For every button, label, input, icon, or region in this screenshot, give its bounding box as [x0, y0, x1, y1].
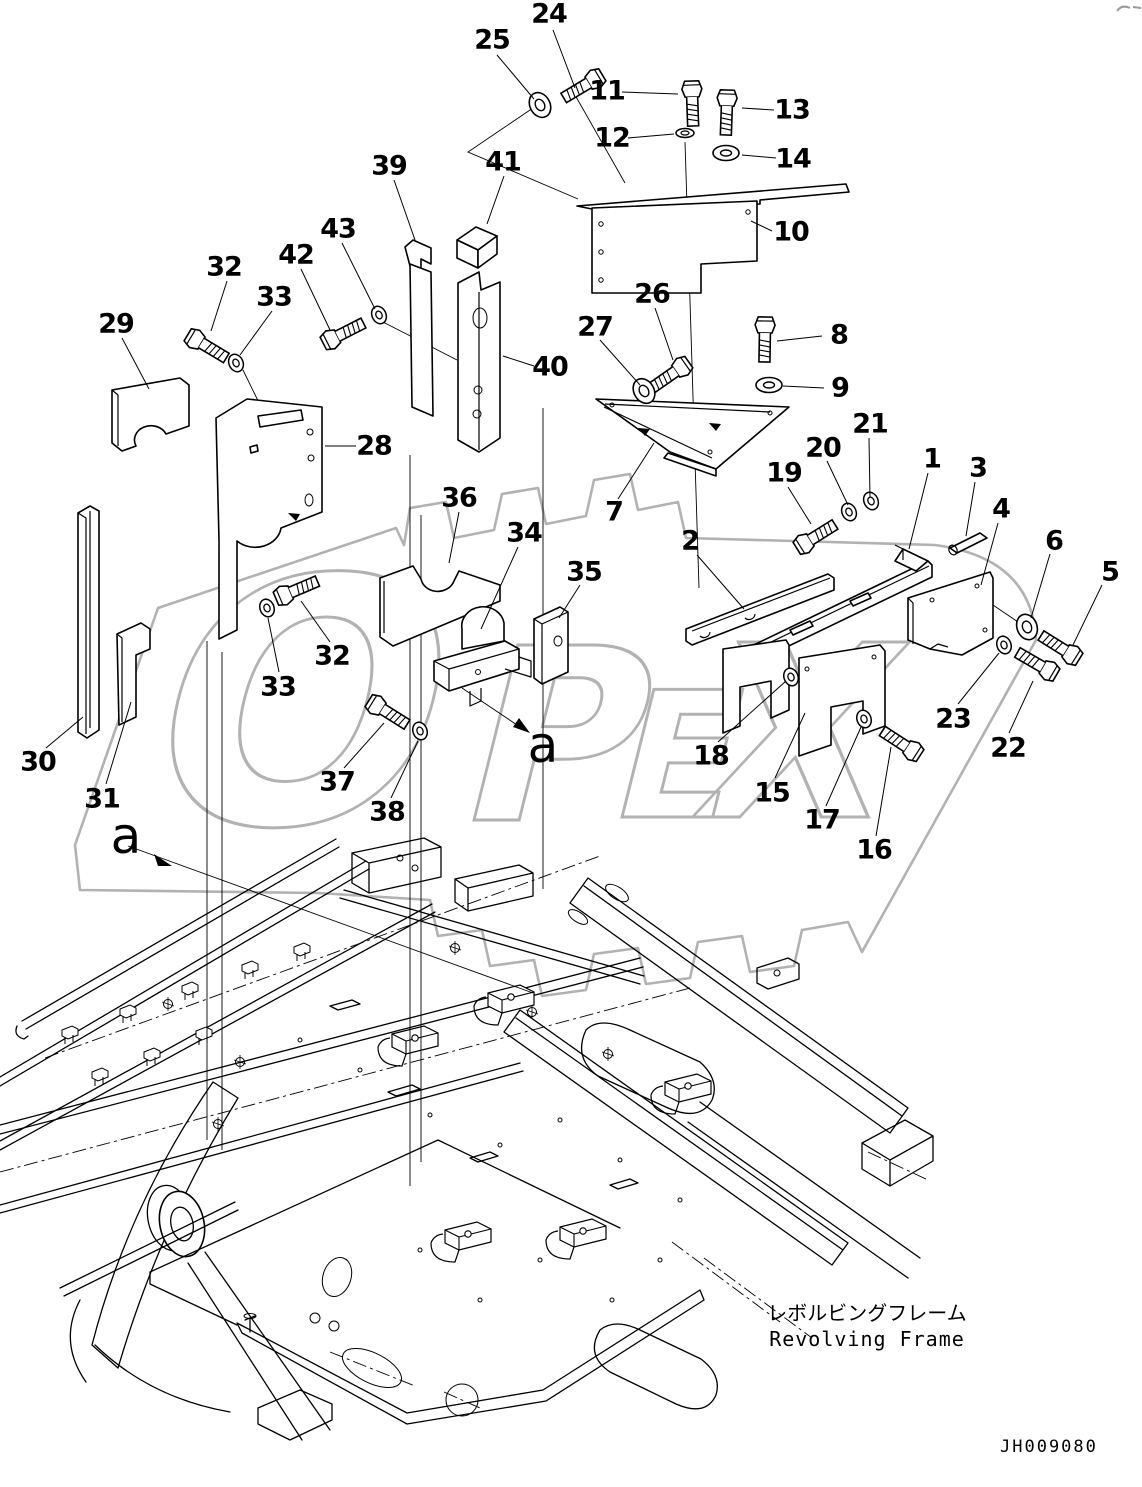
callout-12: 12 [594, 122, 631, 154]
callout-34: 34 [506, 517, 543, 549]
callout-13: 13 [774, 94, 811, 126]
callout-41: 41 [485, 146, 522, 178]
frame-hole-dots [297, 1037, 683, 1303]
bolt-8 [753, 316, 777, 363]
part-35-plate [533, 606, 569, 685]
washer-20 [838, 500, 860, 524]
part-3-pin [948, 532, 988, 556]
callout-29: 29 [98, 308, 135, 340]
part-28-bracket [215, 398, 323, 640]
part-41-block [456, 226, 498, 269]
callout-10: 10 [773, 216, 810, 248]
callout-7: 7 [605, 496, 624, 528]
part-34-bracket [433, 605, 532, 707]
revolving-frame-drawing [0, 837, 934, 1441]
title-english: Revolving Frame [769, 1327, 965, 1351]
callout-24: 24 [531, 0, 568, 30]
callout-19: 19 [766, 457, 803, 489]
callout-35: 35 [566, 556, 603, 588]
leader-lines [45, 29, 1103, 837]
part-4-plate [907, 571, 994, 656]
part-31-plate [116, 622, 151, 726]
callout-32: 32 [206, 251, 243, 283]
nut-12 [675, 127, 695, 139]
callout-33: 33 [260, 671, 297, 703]
part-7-gusset-plate [595, 398, 790, 477]
callout-23: 23 [935, 703, 972, 735]
part-40-plate [457, 271, 501, 453]
view-label-a: a [527, 716, 559, 774]
callout-42: 42 [278, 239, 315, 271]
bolt-19 [790, 515, 842, 558]
callout-37: 37 [319, 766, 356, 798]
part-10-cover [576, 183, 850, 294]
callout-26: 26 [634, 278, 671, 310]
callout-28: 28 [356, 430, 393, 462]
callout-30: 30 [20, 746, 57, 778]
callout-40: 40 [532, 351, 569, 383]
callout-11: 11 [589, 75, 626, 107]
washer-21 [860, 489, 882, 513]
callout-39: 39 [371, 150, 408, 182]
section-arrowhead-mid [513, 718, 530, 733]
bolt-11 [680, 79, 704, 128]
part-29-plate [111, 377, 190, 452]
bolt-42 [317, 313, 369, 354]
callout-38: 38 [369, 796, 406, 828]
part-2-rail [685, 573, 835, 646]
callout-33: 33 [256, 281, 293, 313]
callout-16: 16 [856, 834, 893, 866]
callout-4: 4 [992, 493, 1011, 525]
bolt-13 [715, 88, 739, 137]
washer-14 [712, 144, 740, 162]
section-arrowhead-left [154, 854, 172, 866]
callout-25: 25 [474, 24, 511, 56]
bolt-32-upper [181, 325, 233, 368]
title-block: レボルビングフレーム Revolving Frame [767, 1300, 967, 1352]
callout-21: 21 [852, 408, 889, 440]
callout-43: 43 [320, 213, 357, 245]
exploded-parts [77, 183, 994, 757]
washer-43 [368, 303, 390, 327]
callout-36: 36 [441, 482, 478, 514]
callout-15: 15 [754, 777, 791, 809]
callout-6: 6 [1045, 525, 1064, 557]
callout-14: 14 [775, 143, 812, 175]
callout-8: 8 [830, 319, 849, 351]
callout-3: 3 [969, 452, 988, 484]
callout-20: 20 [805, 432, 842, 464]
drawing-number: JH009080 [1000, 1437, 1098, 1457]
callout-2: 2 [681, 525, 700, 557]
callout-5: 5 [1101, 556, 1120, 588]
watermark-letter-o: O [110, 509, 498, 904]
callout-27: 27 [577, 311, 614, 343]
section-arrows [127, 687, 534, 994]
corner-mark [1116, 5, 1142, 12]
view-label-a: a [110, 807, 142, 865]
washer-23 [993, 633, 1015, 657]
callout-18: 18 [693, 740, 730, 772]
callout-1: 1 [923, 443, 942, 475]
callout-17: 17 [804, 804, 841, 836]
callout-9: 9 [831, 372, 850, 404]
callout-32: 32 [314, 640, 351, 672]
title-japanese: レボルビングフレーム [767, 1301, 967, 1325]
callout-31: 31 [84, 783, 121, 815]
callout-22: 22 [990, 732, 1027, 764]
part-30-bar [77, 505, 100, 739]
washer-9 [755, 376, 783, 394]
part-39-strip [404, 239, 434, 417]
